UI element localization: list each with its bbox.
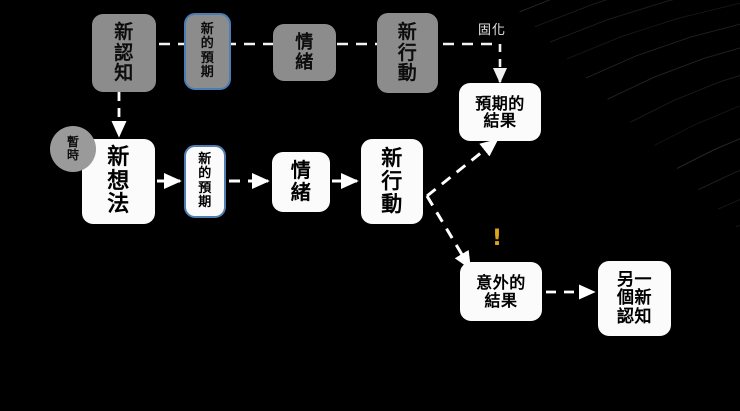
branch-expected-connector [426,138,499,198]
node-old-expectation[interactable]: 新 的 預 期 [184,13,231,90]
temporary-badge: 暫 時 [50,126,96,172]
node-another-cognition[interactable]: 另一 個新 認知 [598,261,671,336]
solidify-label: 固化 [478,23,507,38]
node-expected-result[interactable]: 預期的 結果 [459,83,541,141]
surprise-alert-icon: ! [492,226,503,251]
node-emotion[interactable]: 情 緒 [272,152,330,212]
node-old-emotion[interactable]: 情 緒 [273,24,336,81]
node-new-action[interactable]: 新 行 動 [361,139,423,224]
node-unexpected-result[interactable]: 意外的 結果 [460,262,542,321]
node-old-cognition[interactable]: 新 認 知 [92,14,156,92]
branch-unexpected-connector [425,195,472,270]
node-old-action[interactable]: 新 行 動 [377,13,438,93]
node-new-expectation[interactable]: 新 的 預 期 [184,145,226,218]
